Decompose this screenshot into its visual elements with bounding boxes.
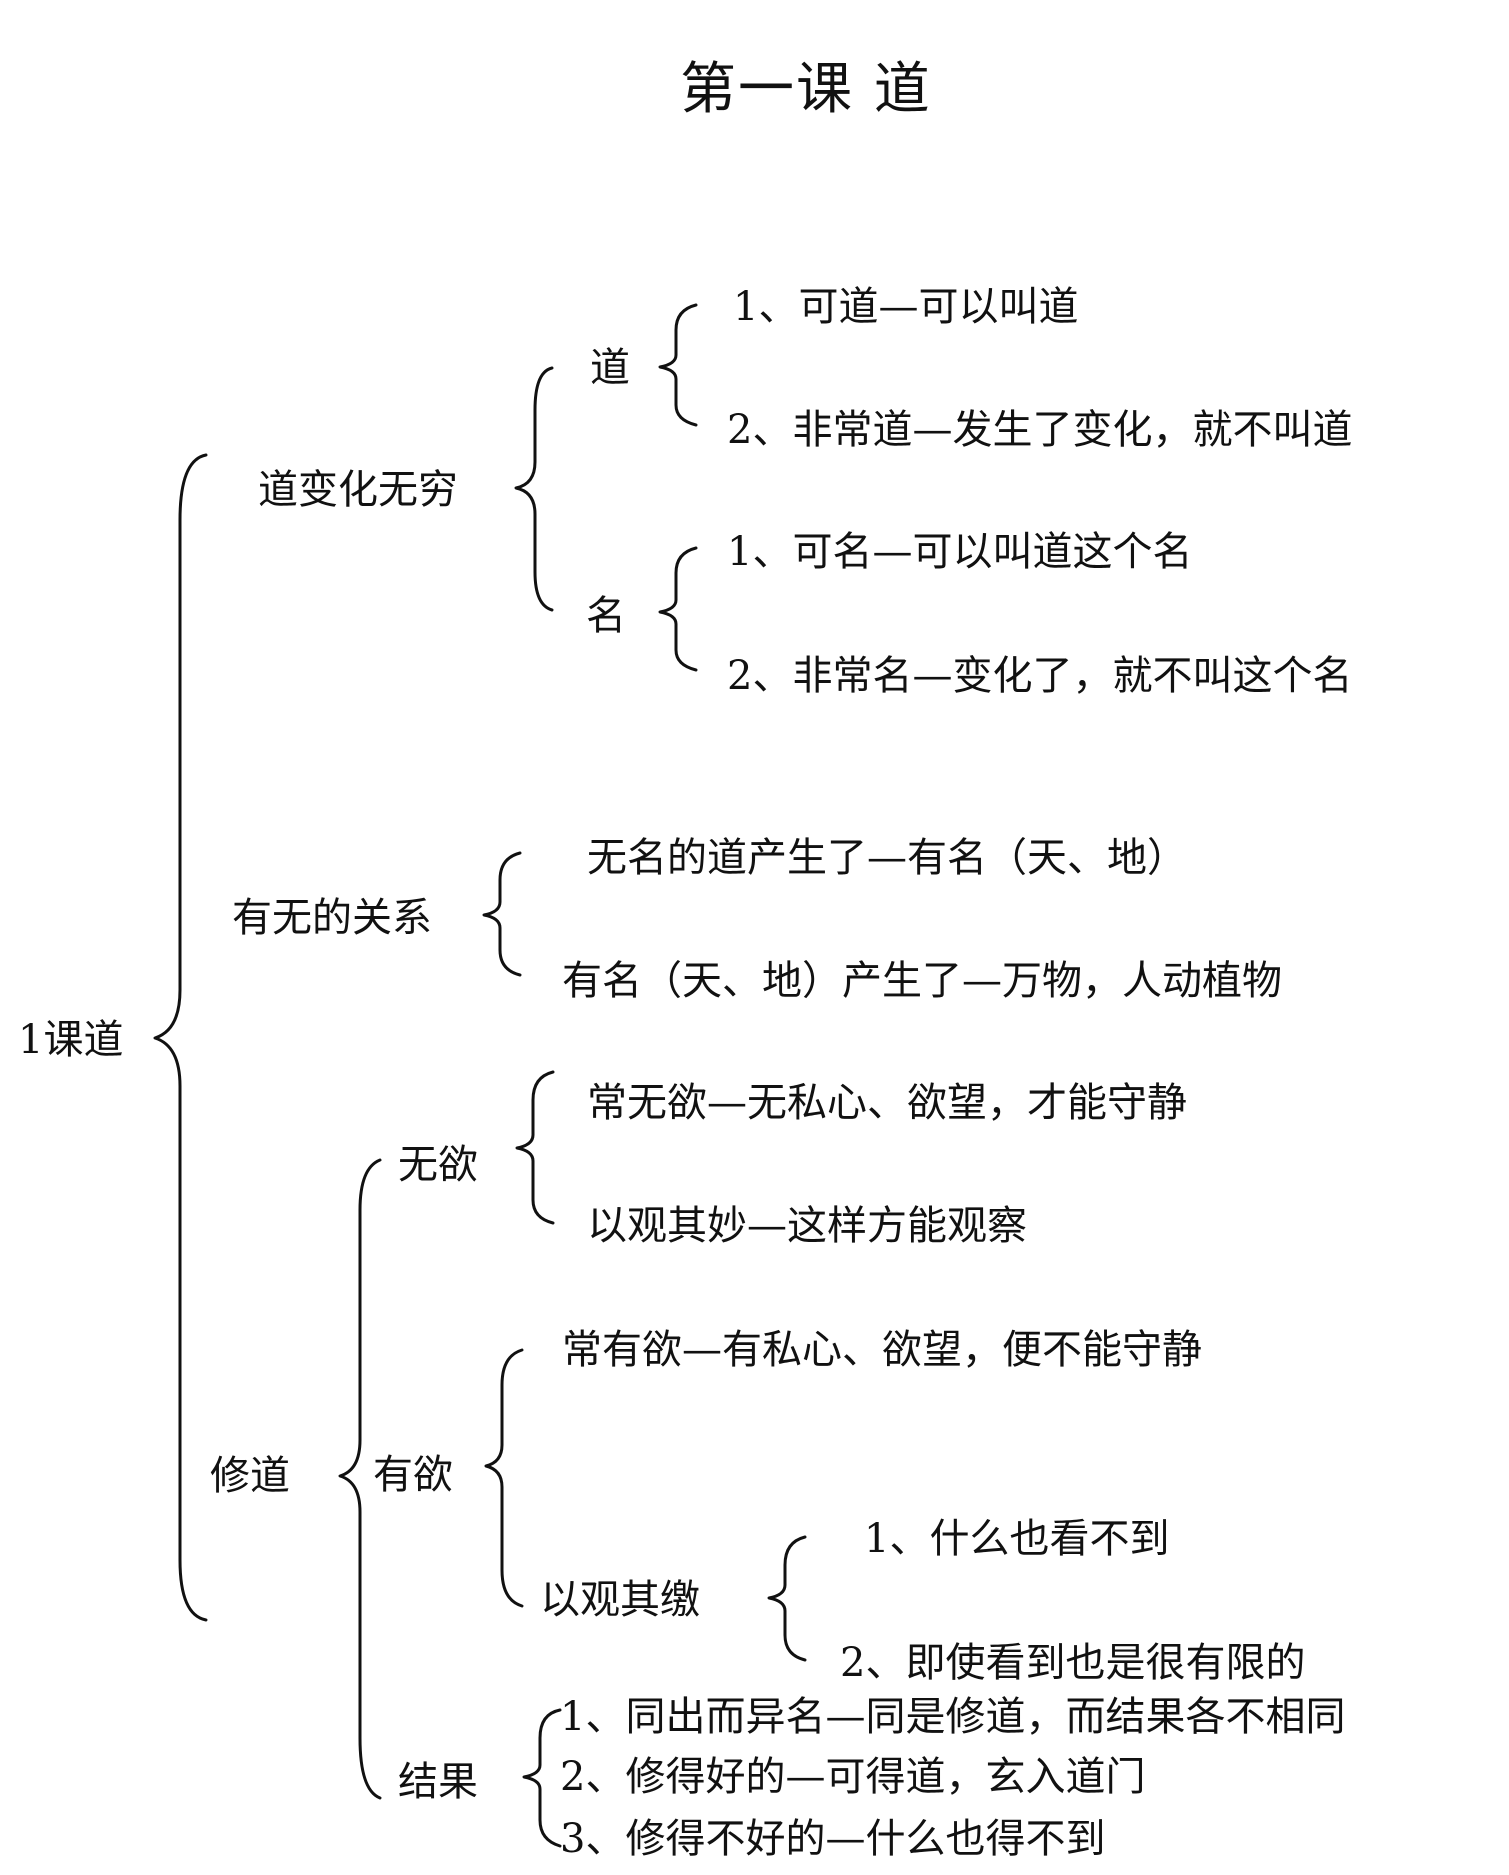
wuyu-brace	[515, 1070, 555, 1225]
relation-label: 有无的关系	[232, 895, 432, 941]
ming-item-1: 1、可名—可以叫道这个名	[727, 529, 1193, 575]
jiao-item-1: 1、什么也看不到	[864, 1516, 1170, 1562]
result-item-2: 2、修得好的—可得道，玄入道门	[560, 1754, 1146, 1800]
wuyu-item-1: 常无欲—无私心、欲望，才能守静	[587, 1080, 1187, 1126]
result-item-1: 1、同出而异名—同是修道，而结果各不相同	[560, 1694, 1346, 1740]
result-label: 结果	[398, 1759, 478, 1805]
youyu-item: 常有欲—有私心、欲望，便不能守静	[562, 1327, 1202, 1373]
change-brace	[514, 366, 554, 612]
jiao-label: 以观其缴	[540, 1577, 700, 1623]
wuyu-label: 无欲	[398, 1142, 478, 1188]
change-label: 道变化无穷	[258, 467, 458, 513]
dao-label: 道	[590, 345, 630, 391]
result-brace	[522, 1708, 562, 1848]
cultivation-label: 修道	[210, 1453, 290, 1499]
youyu-label: 有欲	[373, 1452, 453, 1498]
root-label: 1课道	[18, 1017, 124, 1063]
dao-item-2: 2、非常道—发生了变化，就不叫道	[727, 407, 1353, 453]
ming-brace	[658, 546, 698, 672]
jiao-item-2: 2、即使看到也是很有限的	[840, 1640, 1306, 1686]
jiao-brace	[767, 1535, 807, 1662]
dao-item-1: 1、可道—可以叫道	[733, 284, 1079, 330]
relation-item-2: 有名（天、地）产生了—万物，人动植物	[562, 958, 1282, 1004]
youyu-brace	[484, 1348, 524, 1608]
relation-item-1: 无名的道产生了—有名（天、地）	[587, 835, 1187, 881]
cultivation-brace	[338, 1158, 382, 1800]
ming-label: 名	[586, 593, 626, 639]
result-item-3: 3、修得不好的—什么也得不到	[560, 1816, 1106, 1862]
page-title: 第一课 道	[680, 57, 932, 122]
ming-item-2: 2、非常名—变化了，就不叫这个名	[727, 653, 1353, 699]
wuyu-item-2: 以观其妙—这样方能观察	[587, 1203, 1027, 1249]
root-brace	[153, 453, 208, 1622]
dao-brace	[658, 303, 698, 427]
relation-brace	[482, 851, 522, 977]
